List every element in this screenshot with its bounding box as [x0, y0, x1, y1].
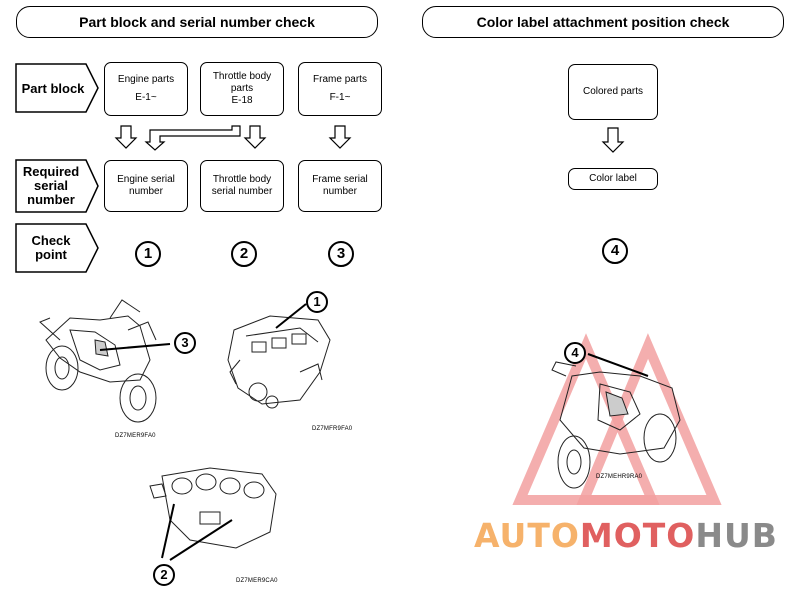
row-label-required-serial: Required serial number [22, 164, 80, 207]
figure-code-engine: DZ7MFR9FA0 [312, 426, 353, 432]
watermark-auto: AUTO [474, 516, 580, 555]
part-block-throttle: Throttle body parts E-18 [200, 62, 284, 116]
part-block-frame-code: F-1~ [329, 92, 351, 103]
figure-code-motorcycle: DZ7MER9FA0 [115, 433, 156, 439]
watermark-hub: HUB [695, 516, 778, 555]
part-block-engine: Engine parts E-1~ [104, 62, 188, 116]
serial-throttle: Throttle body serial number [200, 160, 284, 212]
check-point-1: 1 [135, 241, 161, 267]
callout-4: 4 [564, 342, 586, 364]
part-block-throttle-code: E-18 [231, 95, 253, 106]
row-label-check-point: Check point [31, 233, 71, 262]
figure-code-right-bike: DZ7MEHR9RA0 [596, 474, 643, 480]
check-point-3: 3 [328, 241, 354, 267]
check-point-4: 4 [602, 238, 628, 264]
left-header: Part block and serial number check [16, 6, 378, 38]
callout-3: 3 [174, 332, 196, 354]
right-header: Color label attachment position check [422, 6, 784, 38]
part-block-frame-name: Frame parts [313, 74, 367, 85]
figure-code-throttle: DZ7MER9CA0 [236, 578, 278, 584]
watermark-moto: MOTO [579, 516, 696, 555]
check-point-2: 2 [231, 241, 257, 267]
colored-parts-box: Colored parts [568, 64, 658, 120]
serial-frame: Frame serial number [298, 160, 382, 212]
serial-engine: Engine serial number [104, 160, 188, 212]
row-label-part-block: Part block [21, 80, 85, 96]
part-block-frame: Frame parts F-1~ [298, 62, 382, 116]
callout-1: 1 [306, 291, 328, 313]
color-label-box: Color label [568, 168, 658, 190]
part-block-engine-name: Engine parts [117, 74, 175, 85]
callout-2: 2 [153, 564, 175, 586]
part-block-engine-code: E-1~ [135, 92, 157, 103]
watermark-text: AUTOMOTOHUB [474, 516, 778, 556]
part-block-throttle-name: Throttle body parts [212, 71, 272, 94]
